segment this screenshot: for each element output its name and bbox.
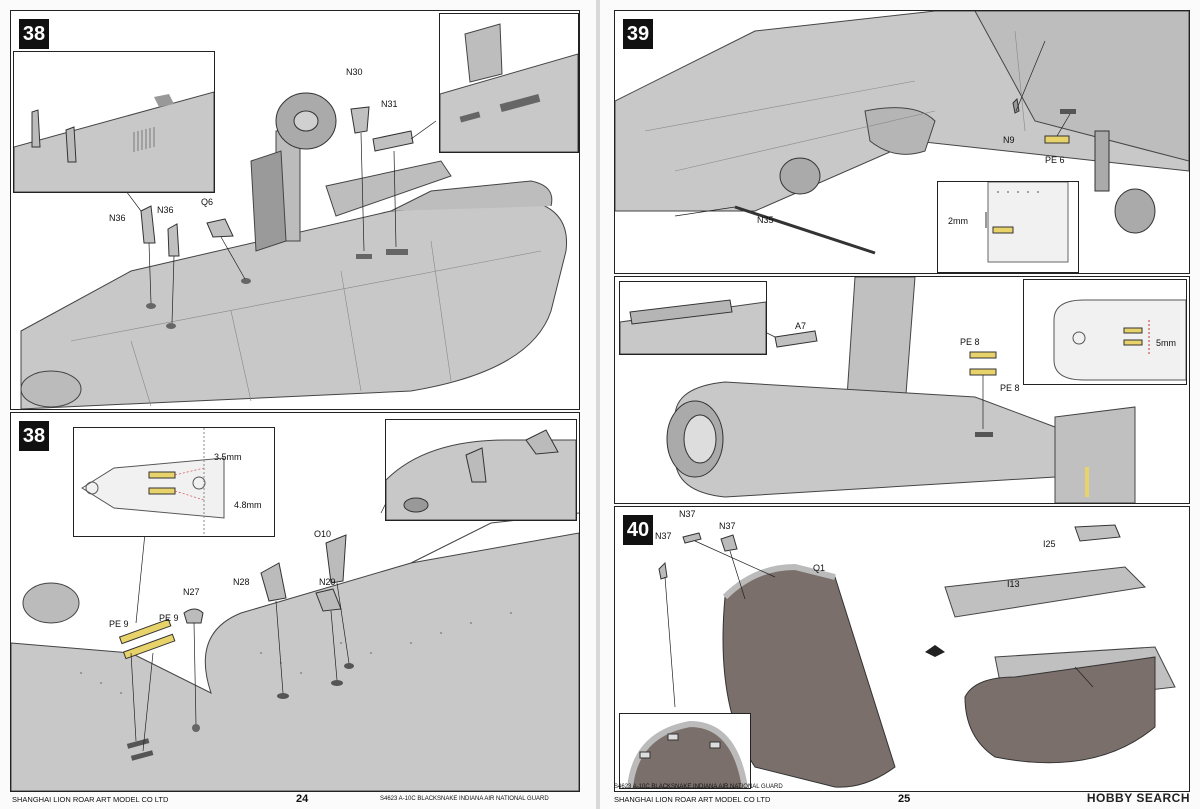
engine-tail-illustration (666, 277, 1136, 503)
fuselage-illustration (20, 92, 568, 409)
step-38-bottom-panel: 38 3.5mm 4.8mm (10, 412, 580, 792)
right-page: 39 2mm N9 PE 6 N35 (600, 0, 1200, 809)
label-n37-b: N37 (655, 531, 672, 541)
label-n35: N35 (757, 215, 774, 225)
label-q1: Q1 (813, 563, 826, 573)
pe8-placement-inset: 5mm (1023, 279, 1187, 385)
step-39-top-panel: 39 2mm N9 PE 6 N35 (614, 10, 1190, 274)
fin-detail-inset (385, 419, 577, 521)
detail-inset-left (13, 51, 215, 193)
label-pe8-a: PE 8 (960, 337, 980, 347)
step-40-panel: 40 N37 N37 N37 Q1 I25 I13 (614, 506, 1190, 792)
footer-company: SHANGHAI LION ROAR ART MODEL CO LTD (12, 795, 169, 804)
step-number: 39 (623, 19, 653, 49)
label-n30: N30 (346, 67, 363, 77)
footer-kit-title: S4623 A-10C BLACKSNAKE INDIANA AIR NATIO… (614, 784, 783, 790)
label-n31: N31 (381, 99, 398, 109)
label-q6: Q6 (201, 197, 214, 207)
left-page: 38 N30 N31 N36 (0, 0, 596, 809)
dorsal-inset (619, 281, 767, 355)
label-pe8-b: PE 8 (1000, 383, 1020, 393)
detail-inset-right (439, 13, 579, 153)
label-n9: N9 (1003, 135, 1015, 145)
canopy-illustration (658, 524, 1176, 788)
label-n36-b: N36 (157, 205, 174, 215)
step-number: 38 (19, 19, 49, 49)
canopy-frame-inset (619, 713, 751, 789)
dimension-2mm: 2mm (948, 216, 968, 226)
label-pe6: PE 6 (1045, 155, 1065, 165)
label-pe9-a: PE 9 (109, 619, 129, 629)
page-number: 24 (296, 793, 309, 805)
label-n28: N28 (233, 577, 250, 587)
label-n36-a: N36 (109, 213, 126, 223)
label-pe9-b: PE 9 (159, 613, 179, 623)
step-number: 40 (623, 515, 653, 545)
label-n27: N27 (183, 587, 200, 597)
footer-kit-title: S4623 A-10C BLACKSNAKE INDIANA AIR NATIO… (380, 796, 549, 802)
step-39-middle-panel: 5mm A7 PE 8 PE 8 (614, 276, 1190, 504)
watermark: HOBBY SEARCH (1086, 791, 1190, 805)
fuselage-rear-illustration (11, 482, 579, 791)
label-a7: A7 (795, 321, 807, 331)
photo-etch-detail-inset: 2mm (937, 181, 1079, 273)
label-i25: I25 (1043, 539, 1056, 549)
page-number: 25 (898, 793, 911, 805)
photo-etch-placement-inset: 3.5mm 4.8mm (73, 427, 275, 537)
label-n37-c: N37 (719, 521, 736, 531)
step-number: 38 (19, 421, 49, 451)
label-o10: O10 (314, 529, 332, 539)
footer-company: SHANGHAI LION ROAR ART MODEL CO LTD (614, 795, 771, 804)
step-38-top-panel: 38 N30 N31 N36 (10, 10, 580, 410)
label-i13: I13 (1007, 579, 1020, 589)
label-n29: N29 (319, 577, 336, 587)
dimension-5mm: 5mm (1156, 338, 1176, 348)
dimension-4-8mm: 4.8mm (234, 500, 262, 510)
dimension-3-5mm: 3.5mm (214, 452, 242, 462)
label-n37-a: N37 (679, 509, 696, 519)
wing-illustration (615, 11, 1189, 255)
